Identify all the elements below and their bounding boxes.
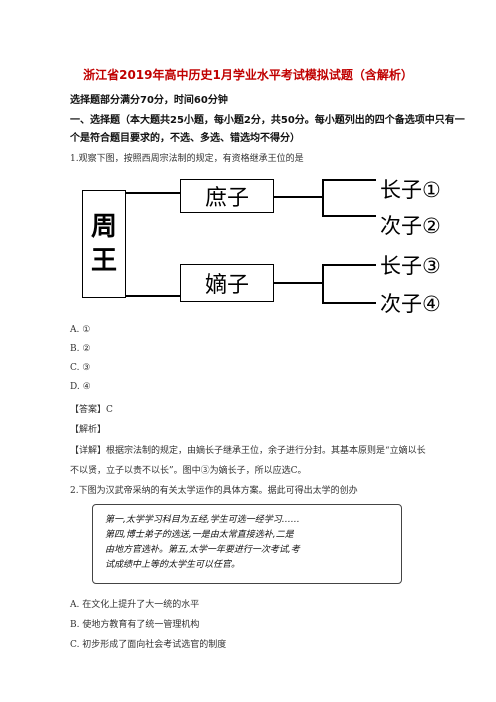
- box-dizi: 嫡子: [180, 264, 274, 302]
- q2-option-b: B. 使地方教育有了统一管理机构: [70, 620, 200, 630]
- q1-option-a: A. ①: [70, 325, 91, 335]
- connector-king-top: [126, 192, 180, 194]
- king-char-1: 周: [90, 212, 117, 242]
- box-shuzi: 庶子: [180, 179, 274, 213]
- q2-option-a: A. 在文化上提升了大一统的水平: [70, 600, 200, 610]
- question-1-stem: 1.观察下图，按照西周宗法制的规定，有资格继承王位的是: [70, 154, 304, 164]
- exam-subheader: 选择题部分满分70分，时间60分钟: [70, 95, 228, 106]
- q1-detail-line-1: 【详解】根据宗法制的规定，由嫡长子继承王位，余子进行分封。其基本原则是“立嫡以长: [70, 446, 426, 456]
- section-header-line-2: 个是符合题目要求的，不选、多选、错选均不得分）: [70, 133, 300, 144]
- branch-to-kid-1: [322, 179, 376, 181]
- branch-to-kid-3: [322, 264, 376, 266]
- q1-answer: 【答案】C: [70, 405, 113, 415]
- inheritance-diagram: 周 王 庶子 嫡子 长子① 次子② 长子③ 次子④: [70, 170, 470, 316]
- king-box: 周 王: [82, 190, 126, 298]
- scroll-line-2: 第四,博士弟子的选送,一是由太常直接选补,二是: [105, 530, 294, 540]
- branch-to-kid-4: [322, 302, 376, 304]
- kid-label-2: 次子②: [380, 214, 441, 238]
- q1-option-b: B. ②: [70, 344, 91, 354]
- connector-shuzi: [274, 196, 322, 198]
- connector-dizi: [274, 282, 322, 284]
- king-char-2: 王: [90, 246, 117, 276]
- document-title: 浙江省2019年高中历史1月学业水平考试模拟试题（含解析）: [83, 68, 413, 82]
- branch-to-kid-2: [322, 215, 376, 217]
- section-header-line-1: 一、选择题（本大题共25小题，每小题2分，共50分。每小题列出的四个备选项中只有…: [70, 115, 465, 126]
- q1-analysis-label: 【解析】: [70, 425, 107, 435]
- q1-option-c: C. ③: [70, 363, 91, 373]
- scroll-text: 第一,太学学习科目为五经,学生可选一经学习…… 第四,博士弟子的选送,一是由太常…: [105, 513, 395, 573]
- kid-label-4: 次子④: [380, 292, 441, 316]
- scroll-line-4: 试成绩中上等的太学生可以任官。: [105, 560, 241, 570]
- kid-label-3: 长子③: [380, 254, 441, 278]
- connector-king-bottom: [126, 295, 180, 297]
- q2-option-c: C. 初步形成了面向社会考试选官的制度: [70, 640, 227, 650]
- kid-label-1: 长子①: [380, 178, 441, 202]
- scroll-line-1: 第一,太学学习科目为五经,学生可选一经学习……: [105, 515, 300, 525]
- branch-shuzi-vertical: [322, 179, 324, 215]
- q1-detail-line-2: 不以贤，立子以贵不以长”。图中③为嫡长子，所以应选C。: [70, 466, 307, 476]
- taixue-scroll-image: 第一,太学学习科目为五经,学生可选一经学习…… 第四,博士弟子的选送,一是由太常…: [92, 504, 402, 584]
- question-2-stem: 2.下图为汉武帝采纳的有关太学运作的具体方案。据此可得出太学的创办: [70, 486, 358, 496]
- q1-option-d: D. ④: [70, 382, 91, 392]
- scroll-line-3: 由地方官选补。第五,太学一年要进行一次考试,考: [105, 545, 300, 555]
- branch-dizi-vertical: [322, 264, 324, 302]
